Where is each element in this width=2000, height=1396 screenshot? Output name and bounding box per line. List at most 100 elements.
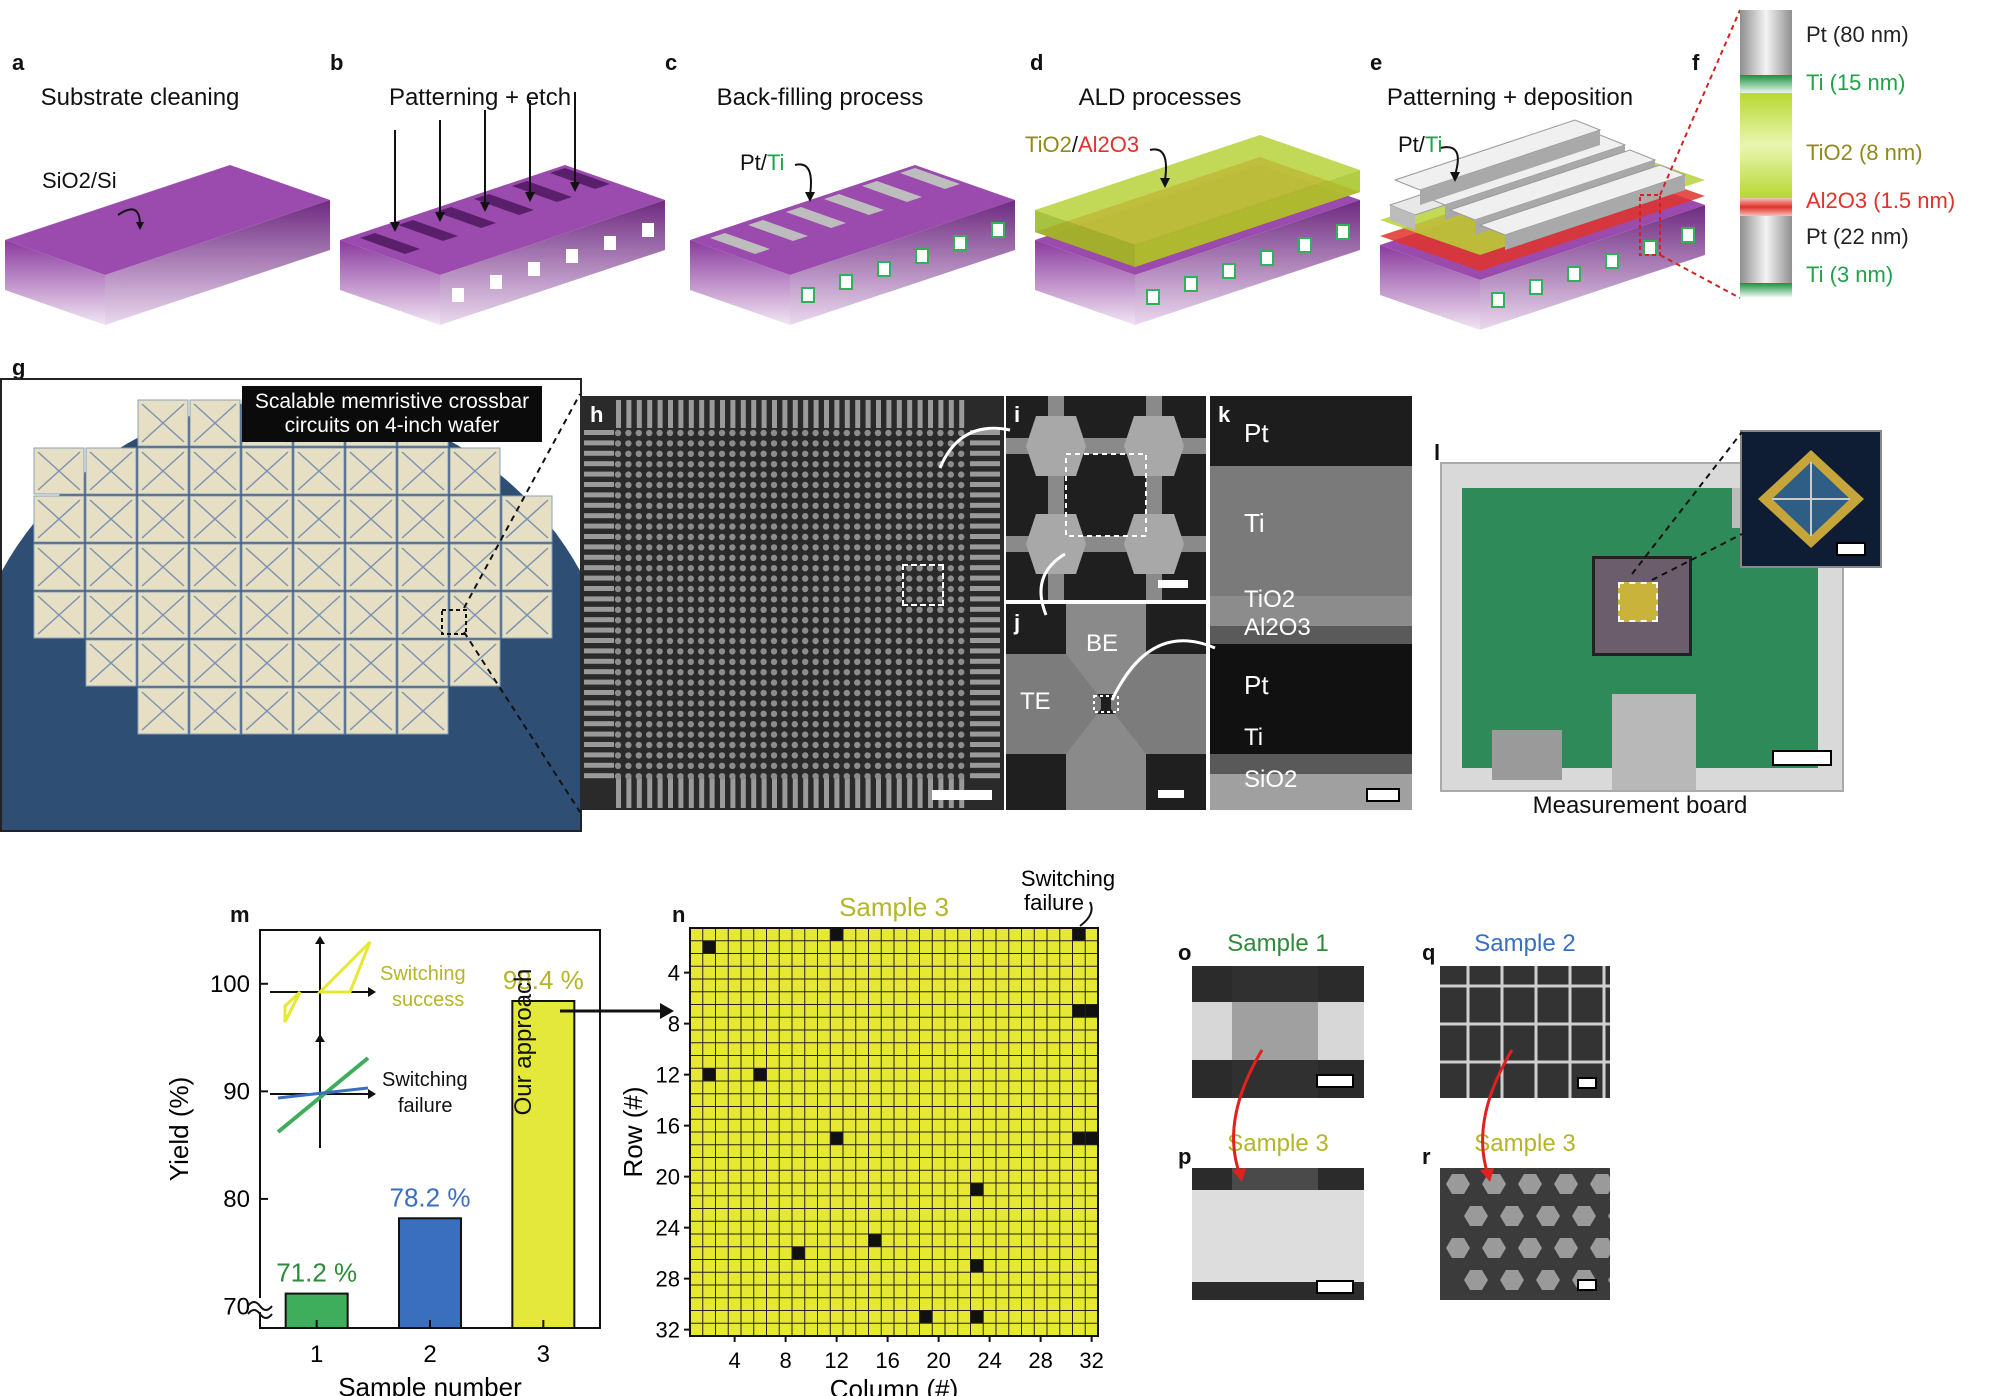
ribbon-cable-left — [1492, 730, 1562, 780]
y-tick-label: 12 — [656, 1063, 680, 1088]
pt-ti-label-e: Pt/Ti — [1398, 132, 1443, 157]
y-tick-label: 28 — [656, 1267, 680, 1292]
bar-value-label: 78.2 % — [390, 1182, 471, 1212]
scale-bar — [1366, 788, 1400, 802]
process-row — [5, 9, 1792, 330]
inset-success-line1: Switching — [380, 963, 466, 985]
failure-cell — [702, 940, 716, 954]
scale-bar — [1316, 1280, 1354, 1294]
panel-o-title: Sample 1 — [1227, 930, 1329, 957]
sem-image-q — [1440, 966, 1610, 1098]
failure-cell — [919, 1310, 933, 1324]
arrowhead-icon — [805, 192, 815, 202]
stack-pt-top — [1740, 10, 1792, 75]
failure-annotation-line1: Switching — [1021, 868, 1115, 891]
inset-success-line2: success — [392, 989, 464, 1011]
panel-letter-l: l — [1434, 440, 1441, 465]
electrode-pattern-i — [1006, 396, 1206, 600]
x-tick-label: 20 — [926, 1348, 950, 1373]
failure-cell — [753, 1068, 767, 1081]
x-tick-label: 3 — [537, 1341, 550, 1368]
panel-letter-q: q — [1422, 940, 1436, 965]
arrowhead-icon — [1232, 1168, 1246, 1182]
panel-letter-n: n — [672, 902, 686, 927]
bar-value-label: 71.2 % — [276, 1258, 357, 1288]
tem-label-ti-top: Ti — [1244, 508, 1265, 538]
failure-annotation-line2: failure — [1024, 890, 1084, 915]
panel-e-title: Patterning + deposition — [1386, 84, 1634, 111]
sem-image-r — [1440, 1168, 1610, 1300]
y-tick-label: 80 — [223, 1186, 250, 1213]
zoom-box — [902, 564, 944, 606]
arrowhead-icon — [1450, 172, 1460, 182]
inset-failure-line2: failure — [398, 1095, 452, 1117]
panel-letter-a: a — [12, 50, 25, 75]
panel-a-title: Substrate cleaning — [40, 84, 240, 111]
failure-cell — [868, 1234, 882, 1247]
substrate-front — [5, 240, 105, 325]
crossbar-sem: h — [580, 396, 1004, 810]
crossbar-pattern — [584, 400, 1000, 808]
panel-letter-r: r — [1422, 1144, 1431, 1169]
scale-bar — [1158, 790, 1184, 798]
panel-letter-d: d — [1030, 50, 1044, 75]
panel-letter-k: k — [1218, 402, 1231, 427]
arrowhead-icon — [1160, 178, 1170, 188]
pt-ti-label-c: Pt/Ti — [740, 150, 785, 175]
scale-bar — [1577, 1279, 1597, 1291]
be-label: BE — [1086, 630, 1119, 657]
y-tick-label: 70 — [223, 1293, 250, 1320]
trench-pattern — [360, 168, 610, 254]
panel-d-title: ALD processes — [1078, 84, 1242, 111]
sio2-si-label: SiO2/Si — [42, 168, 117, 193]
panel-letter-g: g — [12, 355, 26, 380]
stack-layer-label: Pt (22 nm) — [1806, 224, 1909, 249]
x-tick-label: 1 — [310, 1341, 323, 1368]
wafer-caption: Scalable memristive crossbar circuits on… — [242, 386, 542, 442]
y-tick-label: 16 — [656, 1114, 680, 1139]
stack-layer-label: TiO2 (8 nm) — [1806, 140, 1923, 165]
x-tick-label: 12 — [824, 1348, 848, 1373]
bar-value-label: 98.4 % — [503, 965, 584, 995]
panel-letter-m: m — [230, 902, 250, 927]
y-tick-label: 24 — [656, 1216, 680, 1241]
panel-letter-o: o — [1178, 940, 1192, 965]
failure-cell — [1085, 1004, 1098, 1018]
trench-cross-section — [452, 223, 654, 302]
panel-p-title: Sample 3 — [1227, 1130, 1329, 1157]
zoom-arrows — [0, 0, 2000, 900]
stack-al2o3 — [1740, 198, 1792, 216]
failure-cell — [1072, 928, 1086, 941]
x-tick-label: 8 — [780, 1348, 792, 1373]
tem-label-al2o3: Al2O3 — [1244, 614, 1311, 641]
wafer-illustration — [2, 399, 580, 830]
zoom-box — [1065, 453, 1147, 537]
scale-bar — [1577, 1077, 1597, 1089]
scale-bar — [1772, 750, 1832, 766]
failure-cell — [970, 1310, 984, 1324]
x-tick-label: 2 — [423, 1341, 436, 1368]
backfilled-electrodes — [710, 168, 960, 254]
top-electrodes — [1388, 119, 1687, 250]
y-tick-label: 4 — [668, 961, 680, 986]
x-tick-label: 32 — [1079, 1348, 1103, 1373]
inset-failure-line1: Switching — [382, 1069, 468, 1091]
pointer-arrow — [117, 208, 141, 226]
sem-zoom-i: i — [1006, 396, 1206, 600]
x-tick-label: 28 — [1028, 1348, 1052, 1373]
y-axis-title: Yield (%) — [164, 1077, 194, 1182]
panel-q-title: Sample 2 — [1474, 930, 1576, 957]
scale-bar — [932, 790, 992, 800]
success-loop — [283, 990, 302, 1023]
scale-bar — [1836, 542, 1866, 556]
zoom-box — [1639, 194, 1661, 256]
etch-arrows — [394, 92, 576, 225]
panel-b — [340, 92, 665, 325]
panel-c — [690, 163, 1015, 325]
panel-letter-c: c — [665, 50, 678, 75]
tem-label-tio2: TiO2 — [1244, 586, 1296, 613]
